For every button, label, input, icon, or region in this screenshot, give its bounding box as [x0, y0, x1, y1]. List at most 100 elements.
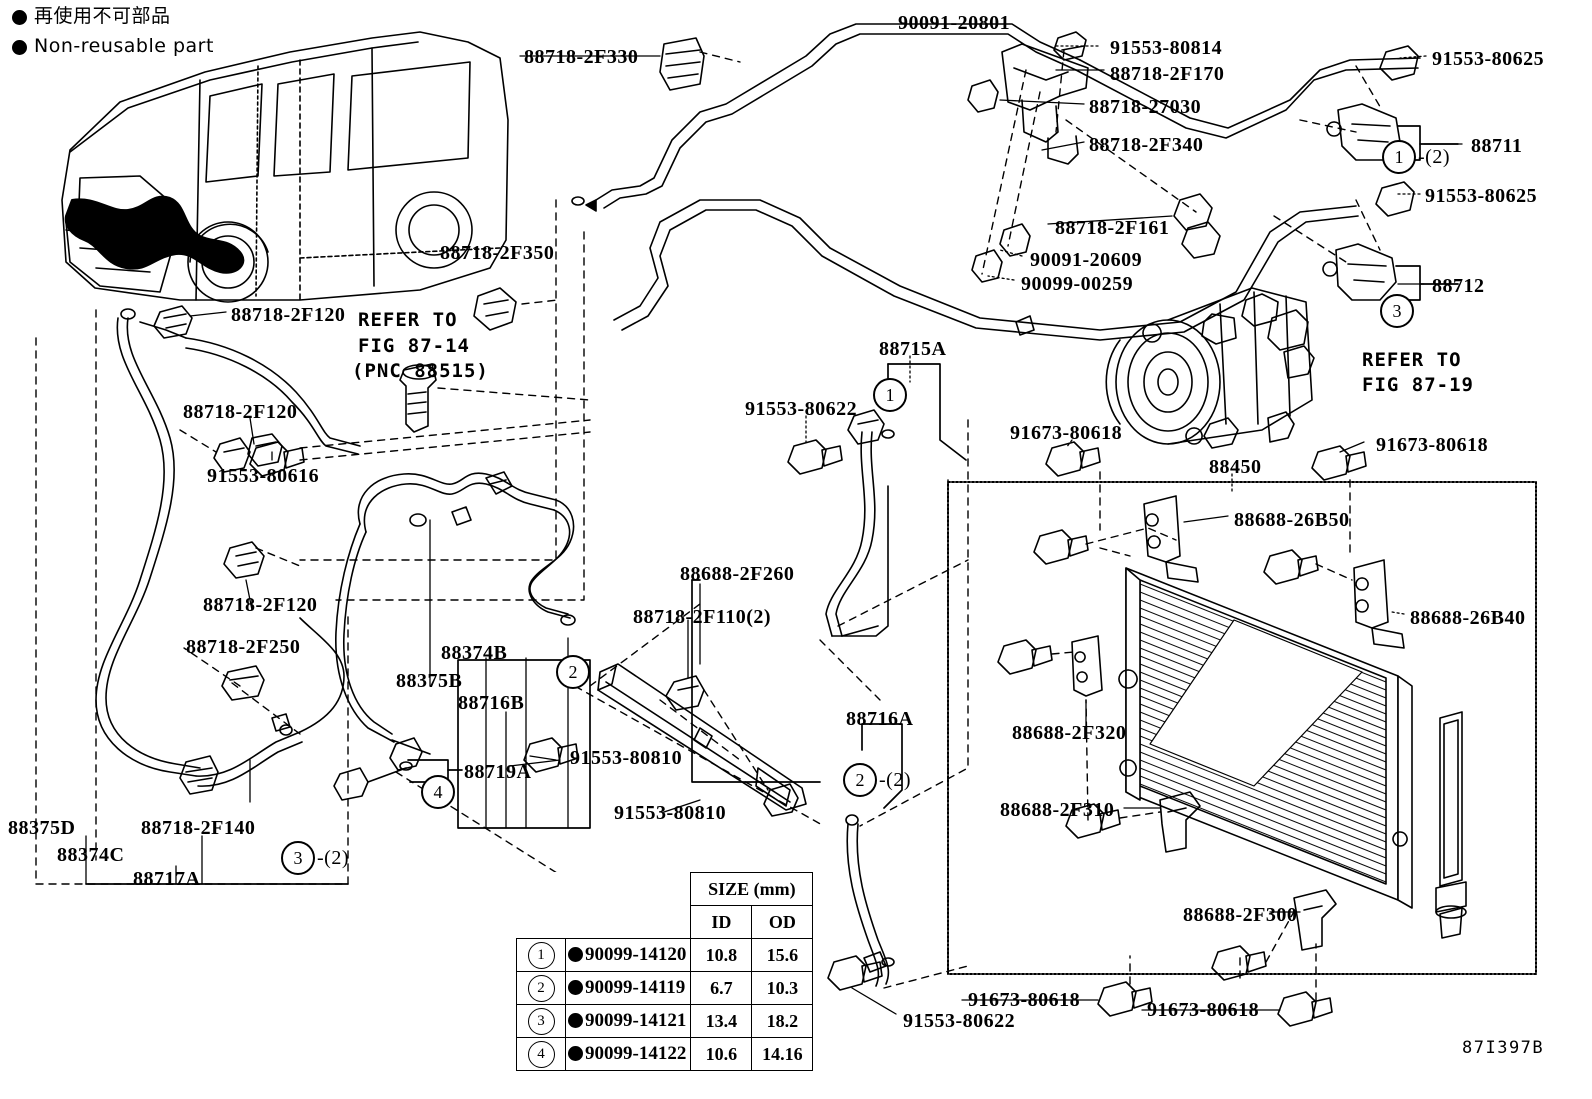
part-callout-9155380625: 91553-80625 [1425, 185, 1538, 207]
figure-id: 87I397B [1462, 1038, 1545, 1058]
part-callout-887182F120: 88718-2F120 [231, 304, 346, 326]
size-table-part-number: 90099-14119 [564, 971, 692, 1005]
part-callout-886882F310: 88688-2F310 [1000, 799, 1115, 821]
ref-marker-1-2: 1 [873, 378, 907, 412]
part-callout-887182F161: 88718-2F161 [1055, 217, 1170, 239]
part-callout-88719A: 88719A [464, 761, 532, 783]
size-table-part-number: 90099-14121 [564, 1004, 692, 1038]
non-reusable-bullet-icon [568, 1046, 583, 1061]
legend-text-jp: 再使用不可部品 [34, 5, 171, 27]
part-callout-887182F330: 88718-2F330 [524, 46, 639, 68]
part-callout-9155380814: 91553-80814 [1110, 37, 1223, 59]
size-table-col-id: ID [690, 905, 753, 939]
part-callout-886882F320: 88688-2F320 [1012, 722, 1127, 744]
ref-marker-3-1: 3 [1380, 294, 1414, 328]
part-callout-88717A: 88717A [133, 868, 201, 890]
part-callout-88716B: 88716B [458, 692, 525, 714]
refer-note-1-line3: (PNC 88515) [352, 360, 489, 382]
part-callout-887182F140: 88718-2F140 [141, 817, 256, 839]
ref-marker-circle: 3 [281, 841, 315, 875]
legend-bullet-jp [12, 10, 27, 25]
left-pipe-group [95, 305, 361, 795]
ref-marker-4-4: 4 [421, 775, 455, 809]
ref-marker-suffix: -(2) [1418, 146, 1450, 168]
part-callout-88374C: 88374C [57, 844, 125, 866]
ref-marker-circle: 2 [556, 655, 590, 689]
clip-2F330 [659, 37, 705, 91]
part-callout-886882F300: 88688-2F300 [1183, 904, 1298, 926]
pipe-88716A [845, 814, 895, 987]
refer-note-2-line1: REFER TO [1362, 349, 1462, 371]
size-table-od-value: 18.2 [751, 1004, 814, 1038]
ref-marker-2-3: 2 [556, 655, 590, 689]
size-table-part-number: 90099-14122 [564, 1037, 692, 1071]
ref-marker-circle: 3 [1380, 294, 1414, 328]
ref-marker-suffix: -(2) [317, 847, 349, 869]
center-pipe-loop [333, 471, 576, 801]
part-callout-8871827030: 88718-27030 [1089, 96, 1202, 118]
ref-marker-2-5: 2-(2) [843, 763, 911, 797]
ref-marker-circle: 1 [873, 378, 907, 412]
ref-marker-circle: 2 [843, 763, 877, 797]
part-callout-88375D: 88375D [8, 817, 76, 839]
part-callout-88716A: 88716A [846, 708, 914, 730]
non-reusable-bullet-icon [568, 1013, 583, 1028]
part-callout-8868826B50: 88688-26B50 [1234, 509, 1350, 531]
part-callout-9009120801: 90091-20801 [898, 12, 1011, 34]
part-callout-9009120609: 90091-20609 [1030, 249, 1143, 271]
size-table-id-value: 10.6 [690, 1037, 753, 1071]
part-callout-88712: 88712 [1432, 275, 1485, 297]
upper-refrigerant-lines [571, 23, 1421, 341]
size-table-index: 1 [516, 938, 566, 972]
clip-2F350 [473, 287, 517, 331]
part-callout-88450: 88450 [1209, 456, 1262, 478]
part-callout-9167380618: 91673-80618 [1147, 999, 1260, 1021]
part-callout-88711: 88711 [1471, 135, 1523, 157]
part-callout-9009900259: 90099-00259 [1021, 273, 1134, 295]
legend-text-en: Non-reusable part [34, 35, 214, 57]
refer-note-1-line2: FIG 87-14 [358, 335, 470, 357]
refer-note-1-line1: REFER TO [358, 309, 458, 331]
size-table-header-main: SIZE (mm) [690, 872, 814, 906]
part-callout-887182F170: 88718-2F170 [1110, 63, 1225, 85]
ref-marker-1-0: 1-(2) [1382, 140, 1450, 174]
size-table-index: 4 [516, 1037, 566, 1071]
ref-marker-circle: 1 [1382, 140, 1416, 174]
size-table-col-od: OD [751, 905, 814, 939]
refer-note-2-line2: FIG 87-19 [1362, 374, 1474, 396]
part-callout-886882F260: 88688-2F260 [680, 563, 795, 585]
bracket-2F260 [597, 663, 807, 817]
part-callout-9167380618: 91673-80618 [1010, 422, 1123, 444]
size-table-od-value: 10.3 [751, 971, 814, 1005]
part-callout-9155380616: 91553-80616 [207, 465, 320, 487]
group-brackets [85, 125, 1459, 885]
part-callout-9167380618: 91673-80618 [1376, 434, 1489, 456]
size-table-part-number: 90099-14120 [564, 938, 692, 972]
ref-marker-3-6: 3-(2) [281, 841, 349, 875]
part-callout-9167380618: 91673-80618 [968, 989, 1081, 1011]
part-callout-9155380622: 91553-80622 [745, 398, 858, 420]
part-callout-9155380810: 91553-80810 [614, 802, 727, 824]
part-callout-88374B: 88374B [441, 642, 508, 664]
part-callout-9155380625: 91553-80625 [1432, 48, 1545, 70]
size-table-index: 3 [516, 1004, 566, 1038]
hose-end-fittings-right [1322, 103, 1401, 301]
part-callout-9155380810: 91553-80810 [570, 747, 683, 769]
part-callout-88715A: 88715A [879, 338, 947, 360]
part-callout-887182F350: 88718-2F350 [440, 242, 555, 264]
ref-marker-suffix: -(2) [879, 769, 911, 791]
part-callout-887182F1102: 88718-2F110(2) [633, 606, 772, 628]
compressor-88450 [1105, 287, 1315, 449]
size-table-id-value: 10.8 [690, 938, 753, 972]
part-callout-887182F250: 88718-2F250 [186, 636, 301, 658]
non-reusable-bullet-icon [568, 980, 583, 995]
bolt-icons [249, 45, 1419, 1027]
part-callout-887182F340: 88718-2F340 [1089, 134, 1204, 156]
part-callout-9155380622: 91553-80622 [903, 1010, 1016, 1032]
part-callout-88375B: 88375B [396, 670, 463, 692]
size-table-id-value: 6.7 [690, 971, 753, 1005]
